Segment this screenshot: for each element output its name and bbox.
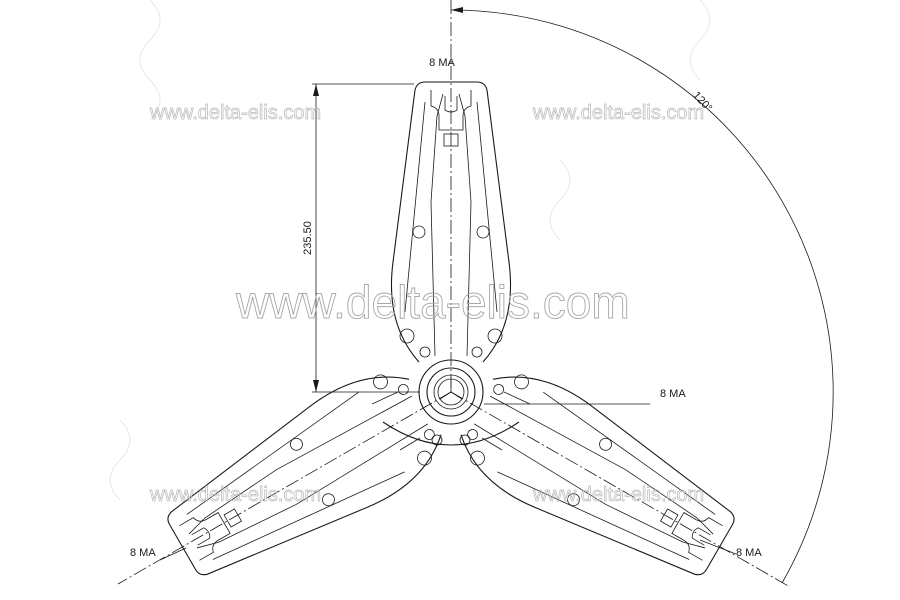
central-hub xyxy=(418,359,484,446)
dimension-height-label: 235.50 xyxy=(302,221,314,255)
thread-callouts: 8 MA 8 MA 8 MA 8 MA xyxy=(130,57,762,561)
watermark-top-right: www.delta-elis.com xyxy=(532,102,704,124)
thread-label-bottom-right: 8 MA xyxy=(736,547,762,559)
watermarks: www.delta-elis.com www.delta-elis.com ww… xyxy=(149,102,705,507)
spider-body xyxy=(152,81,750,600)
spider-arm-right xyxy=(446,354,750,600)
dimension-height: 235.50 xyxy=(302,83,420,393)
watermark-pattern xyxy=(109,0,711,501)
thread-label-left: 8 MA xyxy=(130,547,156,559)
watermark-center: www.delta-elis.com xyxy=(235,276,630,328)
watermark-bottom-right: www.delta-elis.com xyxy=(532,484,704,506)
centre-lines xyxy=(117,0,791,588)
watermark-top-left: www.delta-elis.com xyxy=(149,102,321,124)
thread-label-top: 8 MA xyxy=(429,57,455,69)
thread-label-right: 8 MA xyxy=(660,388,686,400)
watermark-bottom-left: www.delta-elis.com xyxy=(149,484,321,506)
